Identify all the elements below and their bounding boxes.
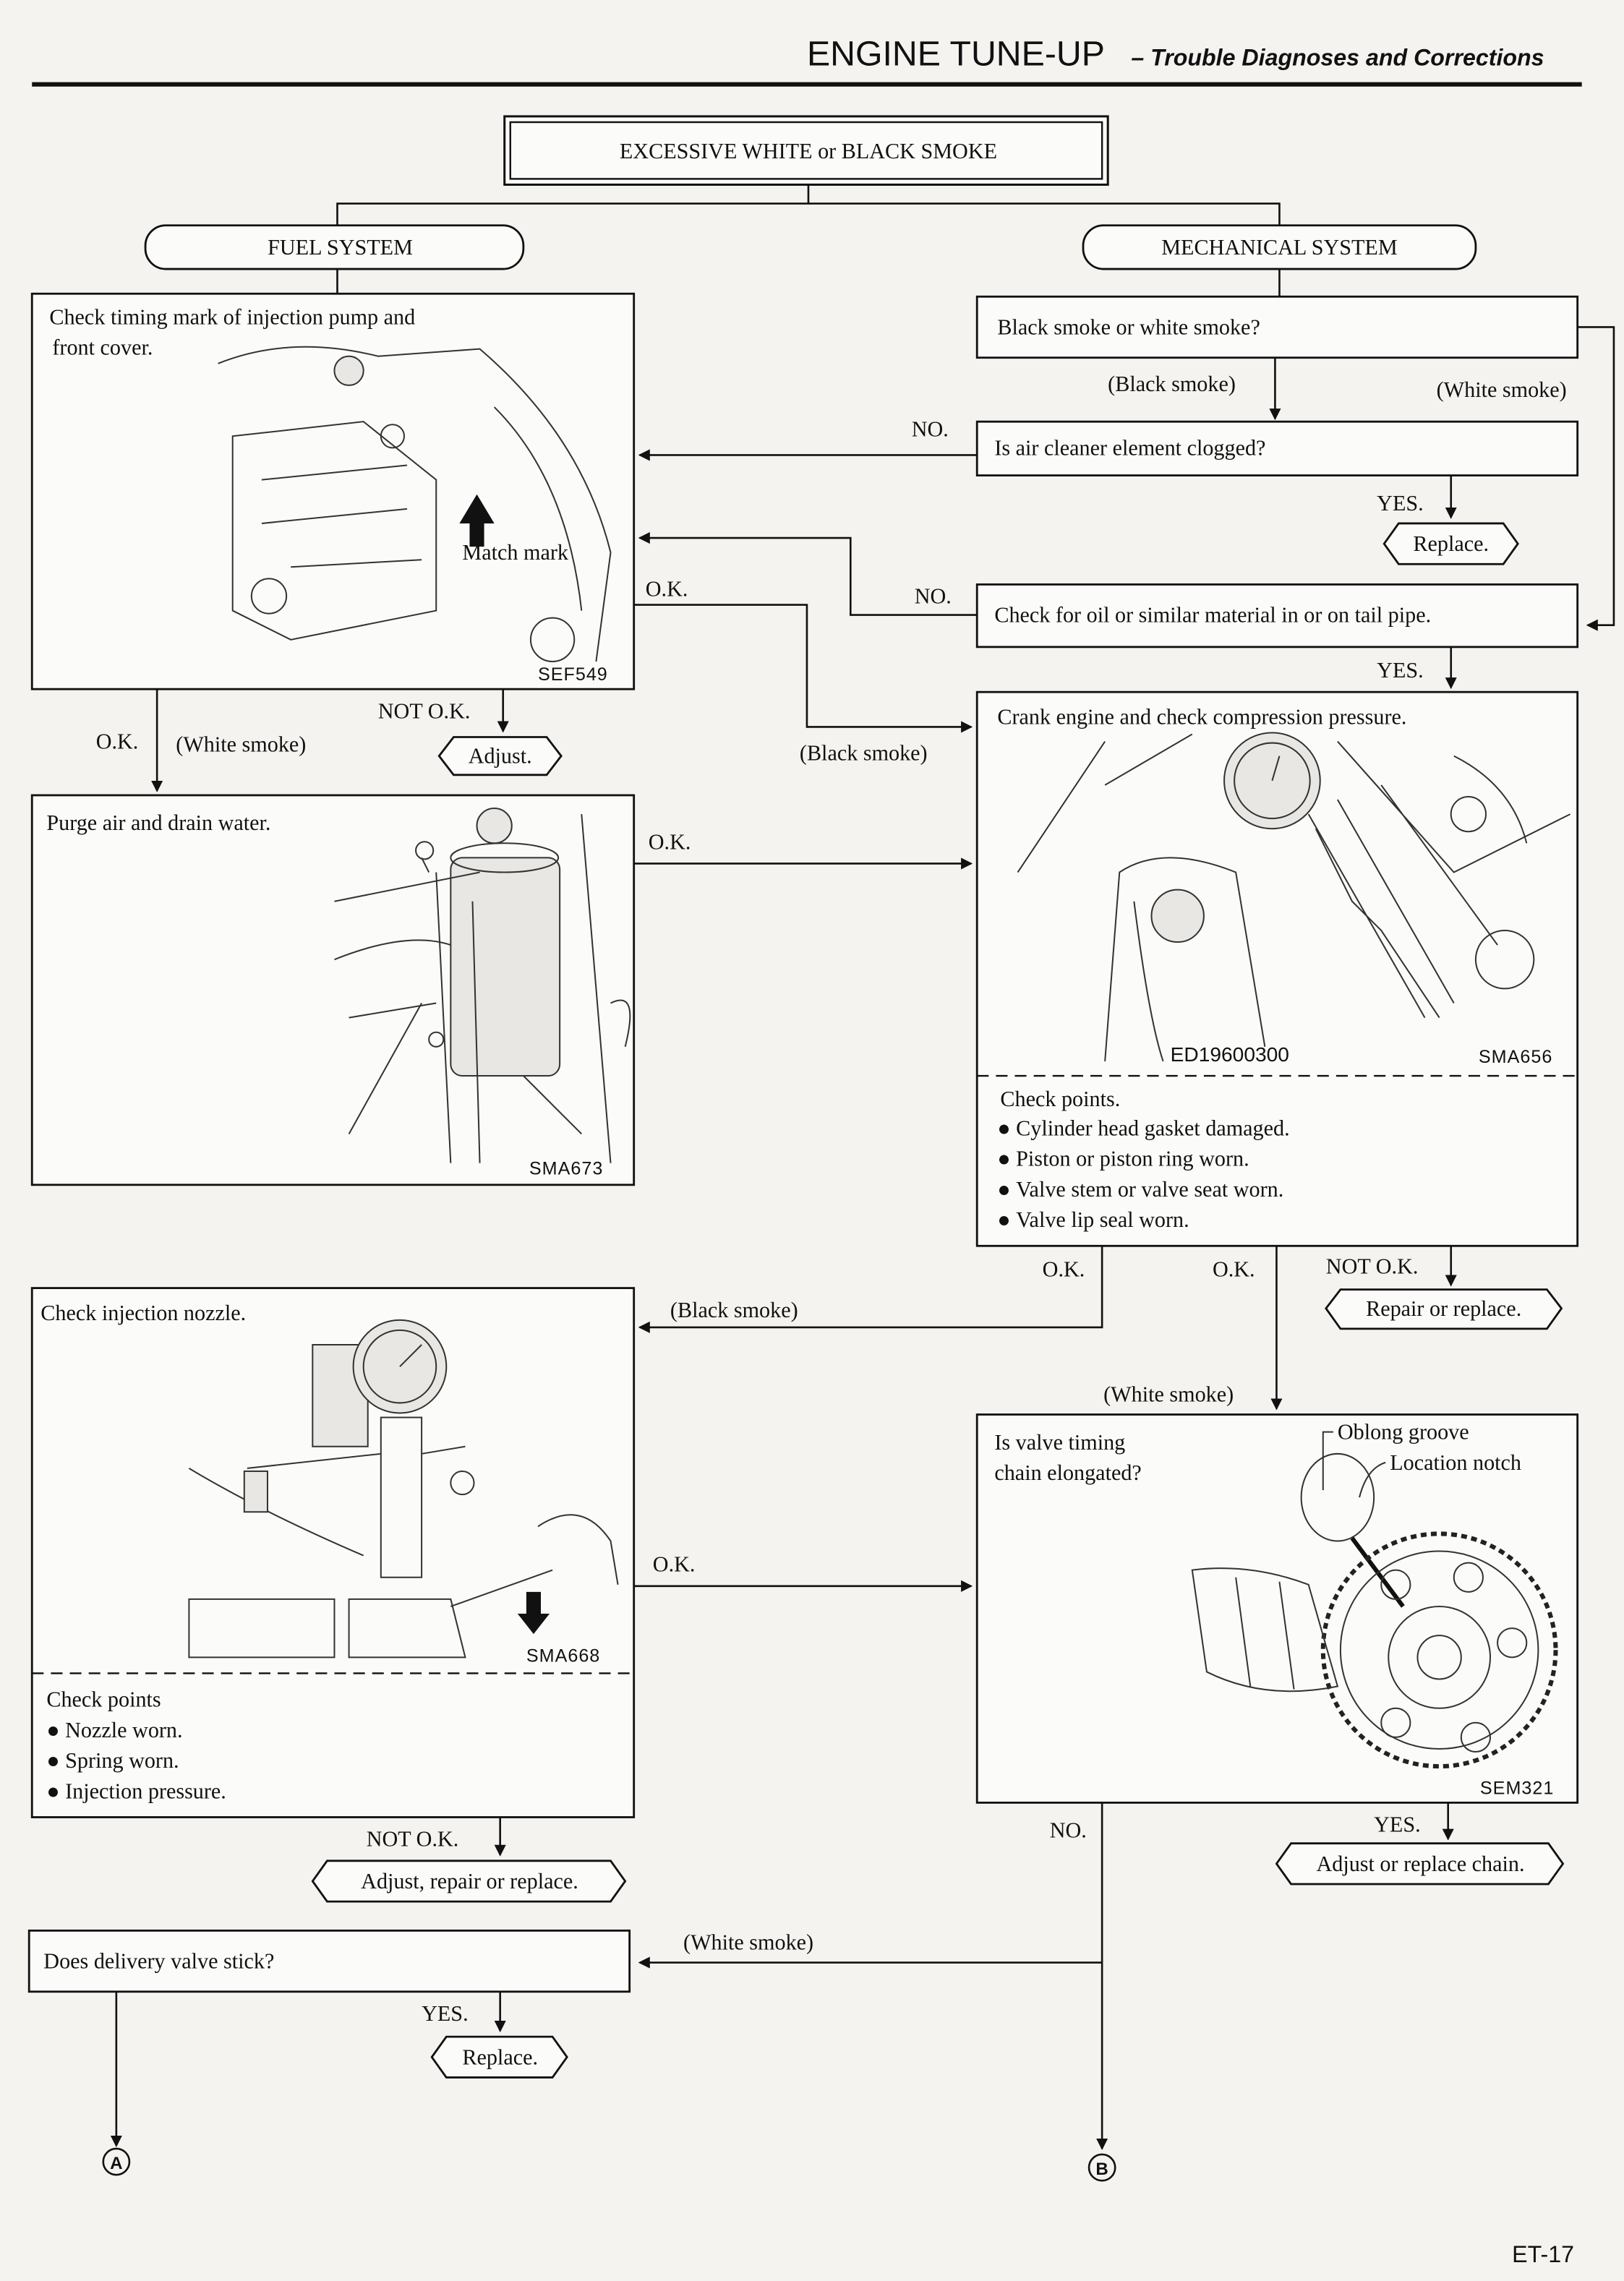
fuel-system-branch: FUEL SYSTEM [144,224,525,270]
action-label: Replace. [462,2045,538,2069]
black-smoke-label: (Black smoke) [670,1298,798,1322]
timing-text-2: front cover. [52,335,153,360]
page-header: ENGINE TUNE-UP – Trouble Diagnoses and C… [32,35,1582,87]
mechanical-system-branch: MECHANICAL SYSTEM [1082,224,1477,270]
injection-pump-illustration [218,346,612,662]
white-smoke-label: (White smoke) [1103,1382,1234,1406]
header-title: ENGINE TUNE-UP [807,35,1105,74]
check-point: ● Cylinder head gasket damaged. [997,1116,1289,1140]
fuel-filter-illustration [334,808,631,1163]
replace-air-cleaner-action: Replace. [1382,522,1519,565]
white-smoke-label: (White smoke) [176,732,306,757]
location-notch-label: Location notch [1390,1450,1521,1475]
action-label: Repair or replace. [1366,1296,1521,1321]
adjust-chain-action: Adjust or replace chain. [1275,1842,1565,1886]
action-label: Adjust, repair or replace. [361,1869,578,1893]
compression-check-box: Crank engine and check compression press… [975,690,1579,1247]
ok-label: O.K. [96,729,139,754]
figure-code: SMA668 [526,1646,600,1666]
action-label: Replace. [1413,531,1489,556]
yes-label: YES. [1377,491,1424,515]
connector-b-label: B [1095,2160,1108,2179]
check-points-title: Check points [46,1687,161,1712]
header-subtitle: – Trouble Diagnoses and Corrections [1131,45,1544,71]
injection-nozzle-box: Check injection nozzle. SMA668 Check poi… [30,1287,636,1818]
check-point: ● Nozzle worn. [46,1718,182,1742]
compression-text: Crank engine and check compression press… [997,704,1406,729]
tail-pipe-oil-question: Check for oil or similar material in or … [975,583,1579,649]
white-smoke-label: (White smoke) [1437,377,1567,402]
purge-text: Purge air and drain water. [46,810,270,835]
not-ok-label: NOT O.K. [1326,1254,1419,1278]
match-mark-arrow-icon [459,494,495,547]
not-ok-label: NOT O.K. [367,1827,459,1852]
figure-code: SMA656 [1479,1047,1552,1067]
yes-label: YES. [1374,1813,1421,1837]
yes-label: YES. [1377,658,1424,682]
no-label: NO. [1050,1818,1087,1843]
no-label: NO. [912,416,949,441]
start-title: EXCESSIVE WHITE or BLACK SMOKE [620,139,997,163]
action-label: Adjust or replace chain. [1316,1852,1524,1876]
adjust-timing-action: Adjust. [437,736,563,776]
connector-a[interactable]: A [102,2147,131,2176]
black-smoke-label: (Black smoke) [800,741,928,766]
delivery-valve-question: Does delivery valve stick? [27,1929,631,1993]
no-label: NO. [915,584,952,609]
ok-label: O.K. [646,576,688,601]
ok-label: O.K. [649,829,691,854]
check-timing-mark-box: Check timing mark of injection pump and … [30,292,636,690]
figure-code: SEF549 [538,664,608,685]
white-smoke-label: (White smoke) [683,1930,813,1954]
tool-number: ED19600300 [1171,1043,1289,1066]
purge-air-box: Purge air and drain water. SMA673 [30,794,636,1186]
page-number: ET-17 [1512,2241,1574,2267]
check-point: ● Piston or piston ring worn. [997,1147,1249,1171]
repair-replace-action: Repair or replace. [1325,1288,1563,1330]
check-point: ● Spring worn. [46,1748,179,1773]
oblong-groove-label: Oblong groove [1338,1420,1469,1445]
mechanical-system-label: MECHANICAL SYSTEM [1161,235,1397,260]
black-smoke-label: (Black smoke) [1108,372,1236,396]
replace-delivery-valve-action: Replace. [430,2035,568,2079]
adjust-repair-replace-action: Adjust, repair or replace. [311,1860,627,1903]
smoke-type-question: Black smoke or white smoke? [975,295,1579,359]
yes-label: YES. [422,2001,469,2026]
connector-b[interactable]: B [1087,2153,1116,2182]
tail-pipe-text: Check for oil or similar material in or … [994,603,1431,628]
nozzle-text: Check injection nozzle. [40,1301,246,1325]
timing-text-1: Check timing mark of injection pump and [49,304,415,329]
compression-gauge-illustration [1017,732,1571,1062]
ok-label: O.K. [653,1552,696,1577]
camshaft-sprocket-illustration [1191,1431,1558,1769]
check-point: ● Valve stem or valve seat worn. [997,1177,1283,1202]
fuel-system-label: FUEL SYSTEM [268,235,413,260]
chain-text-2: chain elongated? [994,1460,1141,1485]
nozzle-tester-illustration [188,1319,619,1659]
connector-a-label: A [110,2154,122,2173]
down-arrow-icon [517,1591,550,1635]
check-points-title: Check points. [1000,1087,1120,1111]
smoke-type-text: Black smoke or white smoke? [997,315,1260,340]
air-cleaner-text: Is air cleaner element clogged? [994,435,1265,460]
figure-code: SEM321 [1480,1778,1554,1798]
action-label: Adjust. [469,744,532,769]
delivery-valve-text: Does delivery valve stick? [43,1949,274,1974]
not-ok-label: NOT O.K. [378,698,471,723]
ok-label: O.K. [1043,1257,1085,1282]
figure-code: SMA673 [529,1159,603,1179]
chain-text-1: Is valve timing [994,1430,1125,1455]
check-point: ● Injection pressure. [46,1779,226,1803]
timing-chain-box: Is valve timing chain elongated? Oblong … [975,1413,1579,1804]
check-point: ● Valve lip seal worn. [997,1207,1189,1232]
start-box: EXCESSIVE WHITE or BLACK SMOKE [503,115,1109,186]
match-mark-label: Match mark [462,540,568,565]
ok-label: O.K. [1213,1257,1255,1282]
air-cleaner-question: Is air cleaner element clogged? [975,420,1579,476]
